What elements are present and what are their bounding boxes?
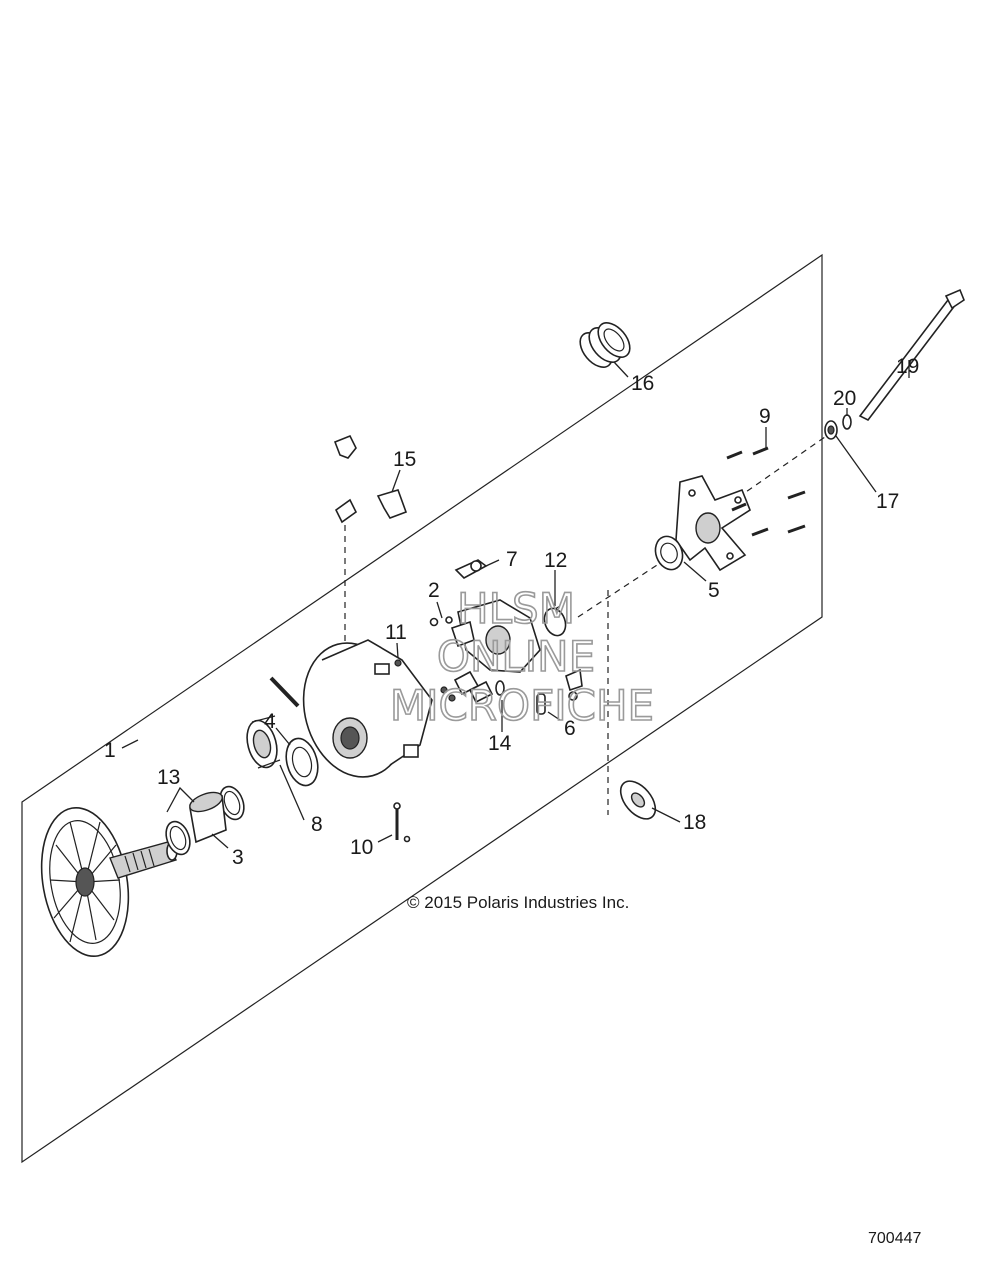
moveable-sheave	[40, 806, 178, 958]
callout-15: 15	[393, 448, 416, 471]
callout-labels: 1 2 3 4 5 6 7 8 9 10 11 12 13 14 15 16 1…	[104, 355, 919, 869]
washer-18	[619, 780, 657, 820]
bolt-19	[858, 288, 965, 422]
callout-1: 1	[104, 739, 116, 762]
callout-4: 4	[264, 710, 276, 733]
callout-13: 13	[157, 766, 180, 789]
callout-12: 12	[544, 549, 567, 572]
spider-12	[450, 599, 567, 673]
callout-19: 19	[896, 355, 919, 378]
watermark: HLSM ONLINE MICROFICHE	[389, 583, 655, 731]
callout-2: 2	[428, 579, 440, 602]
bearing	[246, 715, 281, 769]
drawing-number: 700447	[868, 1230, 921, 1247]
bushing	[189, 791, 227, 844]
callout-11: 11	[385, 621, 407, 644]
callout-5: 5	[708, 579, 720, 602]
cover-plate-5	[654, 475, 751, 572]
leader-lines	[121, 360, 910, 849]
cam-weights	[333, 434, 408, 524]
spring-16	[579, 322, 631, 368]
roller-7	[454, 559, 488, 579]
callout-3: 3	[232, 846, 244, 869]
washers-2	[429, 616, 453, 627]
callout-9: 9	[759, 405, 771, 428]
copyright-notice: © 2015 Polaris Industries Inc.	[407, 893, 629, 912]
callout-6: 6	[564, 717, 576, 740]
bolt-10	[393, 802, 411, 843]
callout-17: 17	[876, 490, 899, 513]
callout-14: 14	[488, 732, 512, 755]
callout-16: 16	[631, 372, 654, 395]
rollers-14	[440, 670, 505, 704]
pins-6	[536, 668, 583, 715]
clutch-housing	[302, 639, 433, 778]
callout-8: 8	[311, 813, 323, 836]
roller-pin	[269, 676, 300, 708]
watermark-line-3: MICROFICHE	[390, 681, 654, 730]
callout-18: 18	[683, 811, 706, 834]
nut-17-washer-20	[824, 414, 852, 440]
screw-11	[394, 659, 402, 667]
snap-rings	[165, 785, 245, 856]
callout-7: 7	[506, 548, 518, 571]
bolts-9	[726, 446, 806, 537]
assembly-boundary	[21, 253, 823, 1164]
callout-10: 10	[350, 836, 373, 859]
watermark-line-2: ONLINE	[437, 632, 595, 681]
spacer-ring	[285, 737, 319, 787]
watermark-line-1: HLSM	[457, 584, 575, 633]
callout-20: 20	[833, 387, 856, 410]
